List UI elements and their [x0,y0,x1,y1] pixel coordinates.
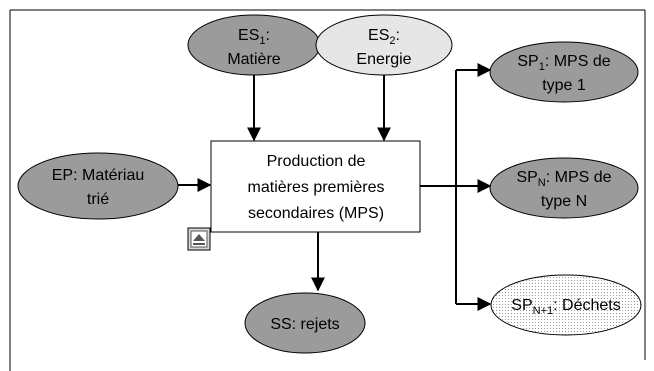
spn-label-line1: SPN: MPS de [516,169,611,189]
process-label-line1: Production de [267,153,366,170]
es2-label-line1: ES2: [368,27,400,47]
process-label-line2: matières premières [248,179,385,196]
spn-label-line2: type N [541,193,587,210]
es2-node: ES2: Energie [315,14,453,76]
spn1-label: SPN+1: Déchets [511,297,620,317]
sp1-label-line2: type 1 [542,77,586,94]
process-label-line3: secondaires (MPS) [248,205,384,222]
es1-label-line1: ES1: [238,27,270,47]
sp1-label-line1: SP1: MPS de [517,53,610,73]
ep-label-line1: EP: Matériau [52,167,144,184]
process-box: Production de matières premières seconda… [210,140,421,233]
es1-node: ES1: Matière [187,14,321,76]
ep-node: EP: Matériau trié [17,152,179,220]
sp1-node: SP1: MPS de type 1 [489,41,639,103]
spn1-node: SPN+1: Déchets [490,274,642,336]
spn-node: SPN: MPS de type N [489,157,639,219]
es2-label-line2: Energie [356,51,411,68]
ss-node: SS: rejets [244,292,366,354]
ss-label: SS: rejets [270,316,339,333]
es1-label-line2: Matière [227,51,280,68]
ep-label-line2: trié [87,191,109,208]
diagram-frame [9,9,646,371]
eject-marker-icon [187,227,211,251]
